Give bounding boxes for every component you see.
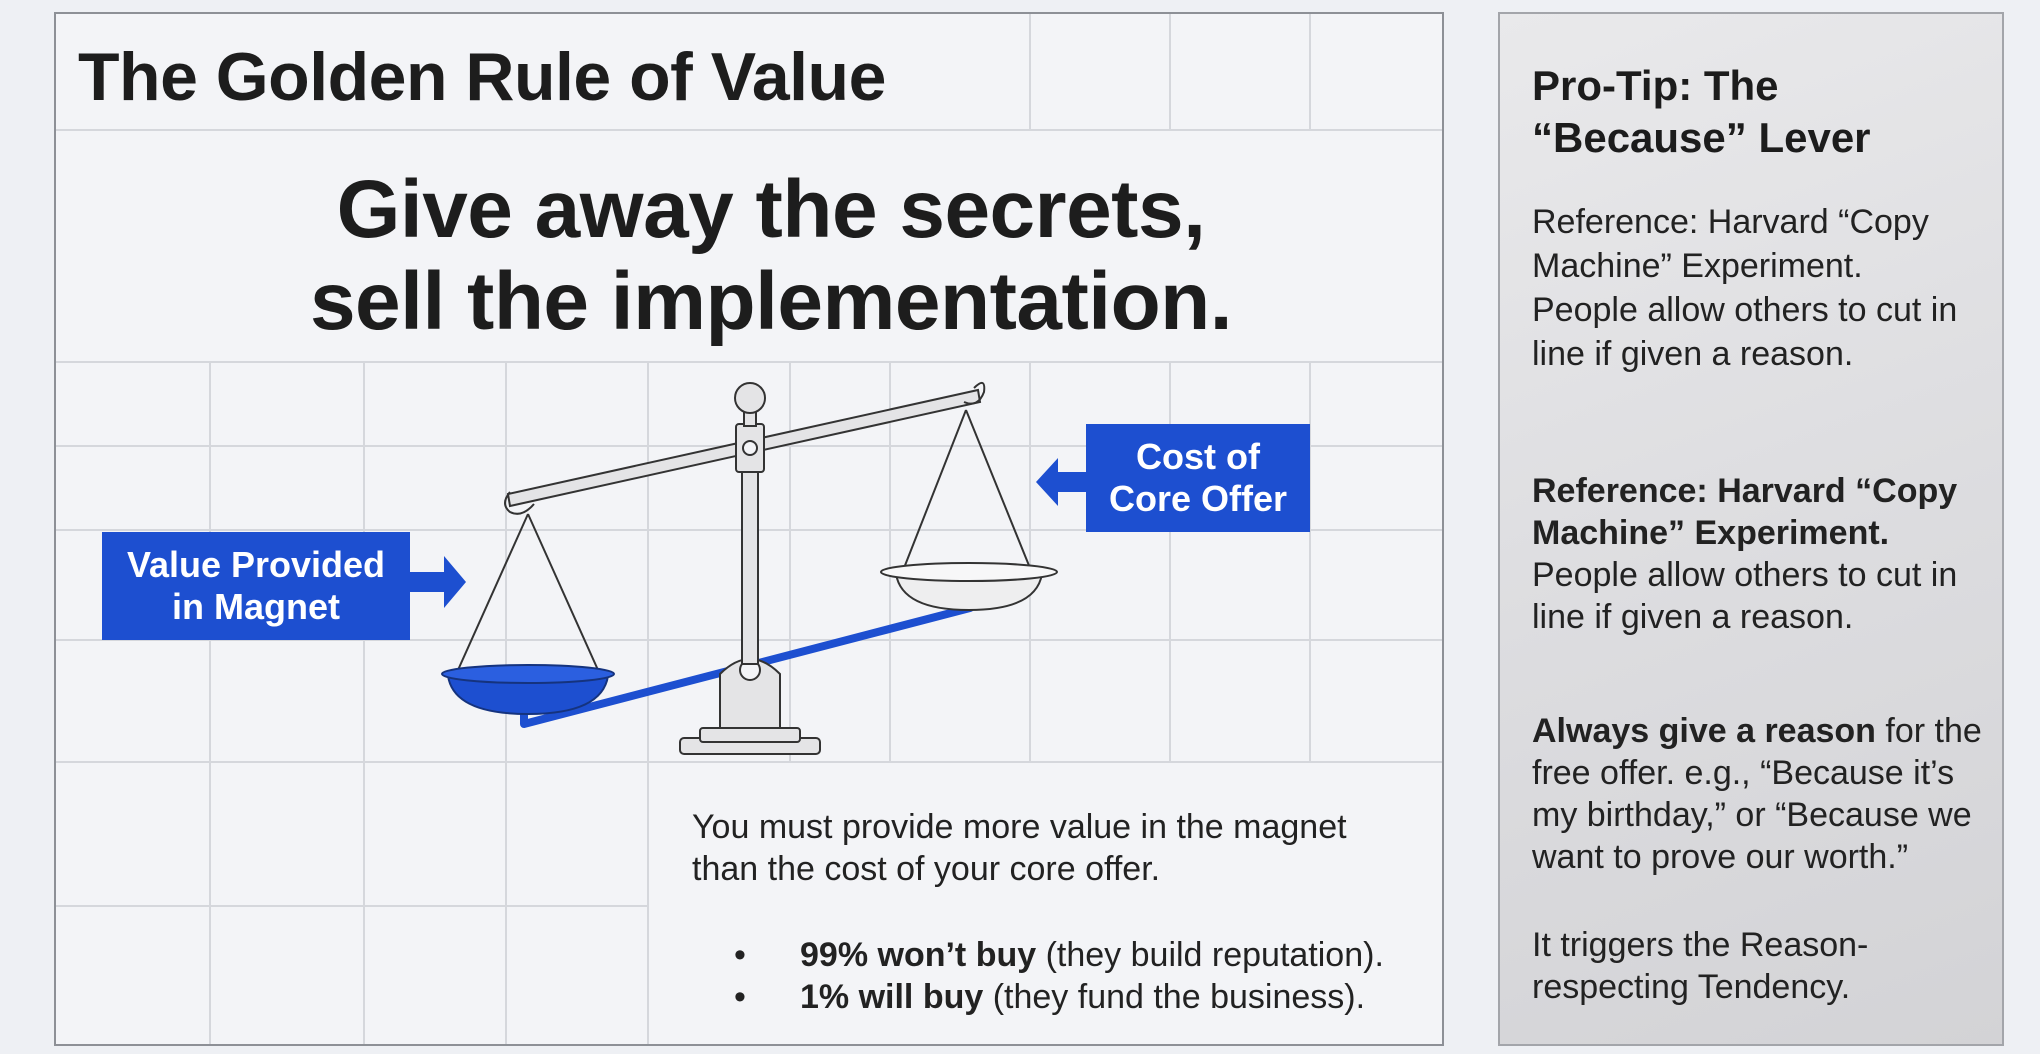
reason-rest: for the free offer. e.g., “Because it’s …	[1532, 712, 1982, 876]
bullet-list: • 99% won’t buy (they build reputation).…	[692, 934, 1432, 1018]
reference-rest: People allow others to cut in line if gi…	[1532, 556, 1958, 636]
bullet-bold: 1% will buy	[800, 978, 984, 1016]
pro-tip-title-line-2: “Because” Lever	[1532, 114, 1871, 161]
list-item: • 1% will buy (they fund the business).	[692, 976, 1432, 1018]
label-cost-line-2: Core Offer	[1108, 478, 1288, 519]
trigger-text: It triggers the Reason-respecting Tenden…	[1532, 926, 1869, 1006]
label-value-provided-in-magnet: Value Provided in Magnet	[102, 532, 410, 640]
label-magnet-line-1: Value Provided	[126, 544, 386, 585]
arrow-left-icon	[1036, 458, 1088, 506]
bullet-rest: (they fund the business).	[983, 978, 1366, 1016]
reference-bold: Reference: Harvard “Copy Machine” Experi…	[1532, 472, 1958, 552]
bullet-marker: •	[734, 978, 746, 1016]
main-slide-panel: The Golden Rule of Value Give away the s…	[54, 12, 1444, 1046]
explanation-text: You must provide more value in the magne…	[692, 808, 1347, 888]
headline-line-1: Give away the secrets,	[336, 164, 1206, 255]
reason-bold: Always give a reason	[1532, 712, 1876, 750]
label-magnet-line-2: in Magnet	[171, 586, 340, 627]
bullet-marker: •	[734, 936, 746, 974]
balance-scale-icon	[408, 381, 1088, 755]
label-cost-of-core-offer: Cost of Core Offer	[1086, 424, 1310, 532]
page-title: The Golden Rule of Value	[78, 39, 886, 115]
headline: Give away the secrets, sell the implemen…	[56, 164, 1442, 348]
list-item: • 99% won’t buy (they build reputation).	[692, 934, 1432, 976]
reference-bold-text: Reference: Harvard “Copy Machine” Experi…	[1532, 470, 1982, 638]
headline-line-2: sell the implementation.	[309, 256, 1233, 347]
pro-tip-title: Pro-Tip: The “Because” Lever	[1532, 60, 1972, 164]
arrow-right-icon	[408, 556, 466, 608]
pro-tip-title-line-1: Pro-Tip: The	[1532, 62, 1779, 109]
bullet-rest: (they build reputation).	[1036, 936, 1384, 974]
reference-text: Reference: Harvard “Copy Machine” Experi…	[1532, 203, 1958, 373]
bullet-bold: 99% won’t buy	[800, 936, 1037, 974]
label-cost-line-1: Cost of	[1136, 436, 1260, 477]
pro-tip-panel: Pro-Tip: The “Because” Lever Reference: …	[1498, 12, 2004, 1046]
reason-text: Always give a reason for the free offer.…	[1532, 710, 1988, 878]
